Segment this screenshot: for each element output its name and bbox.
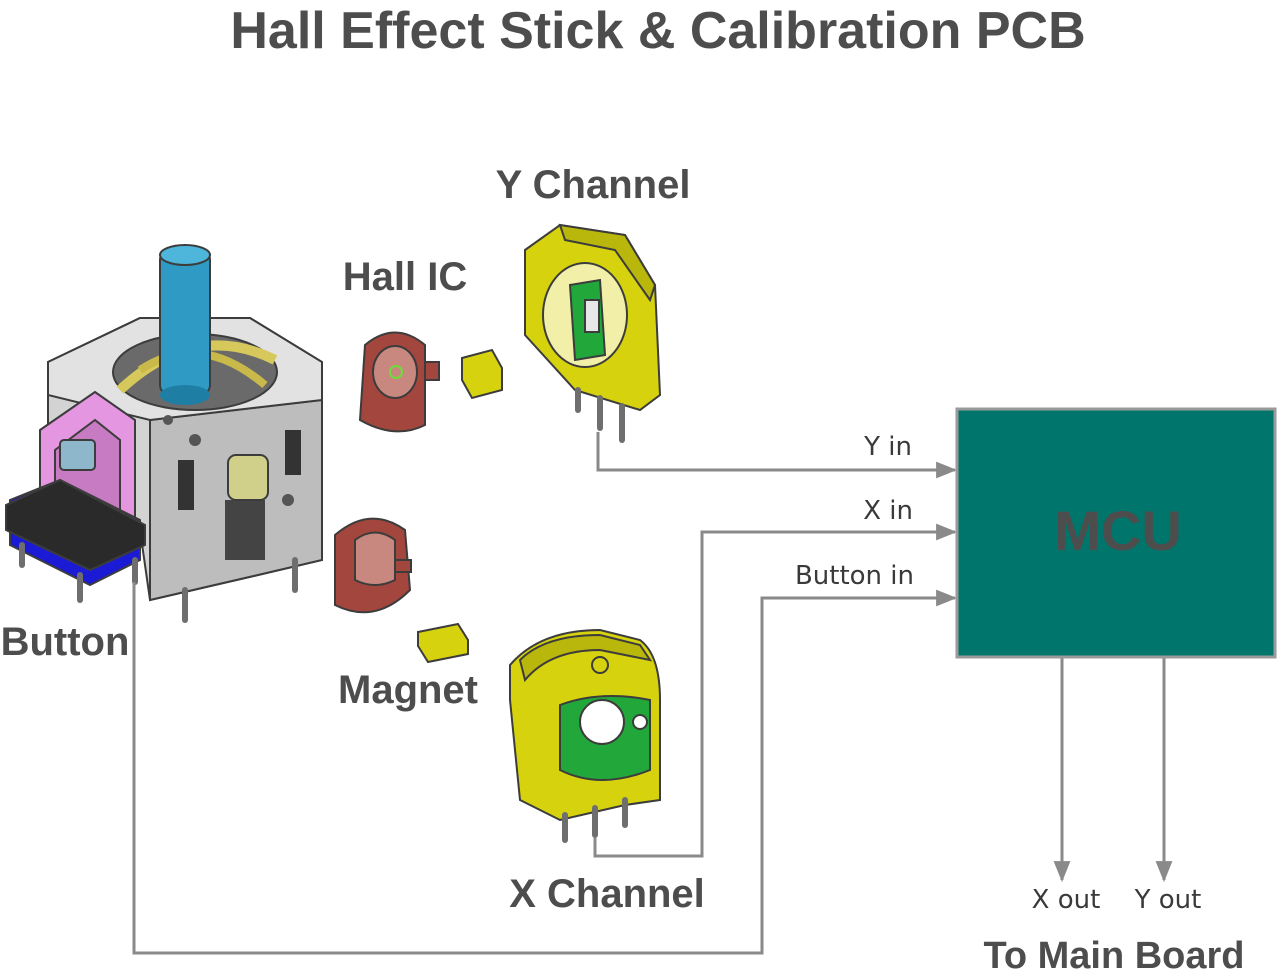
y-channel-sensor xyxy=(524,223,662,443)
label-x-channel: X Channel xyxy=(509,872,705,916)
label-to-main-board: To Main Board xyxy=(983,935,1244,975)
label-hall-ic: Hall IC xyxy=(343,255,467,299)
label-y-channel: Y Channel xyxy=(496,163,691,207)
joystick-module xyxy=(5,244,323,623)
signal-button-in: Button in xyxy=(795,561,914,591)
mcu-label: MCU xyxy=(1054,499,1182,562)
magnet-upper xyxy=(461,348,503,400)
signal-y-out: Y out xyxy=(1134,885,1202,915)
label-magnet: Magnet xyxy=(338,668,478,712)
signal-x-in: X in xyxy=(863,496,913,526)
stick-shaft xyxy=(159,244,211,405)
label-button: Button xyxy=(1,620,130,664)
push-button xyxy=(5,390,146,603)
x-channel-sensor xyxy=(509,628,661,843)
signal-x-out: X out xyxy=(1032,885,1101,915)
button-in-wire xyxy=(132,582,958,955)
signal-y-in: Y in xyxy=(863,432,912,462)
magnet-carrier-part xyxy=(334,517,412,614)
x-in-wire xyxy=(593,523,958,858)
y-in-wire xyxy=(596,432,958,479)
hall-ic-part xyxy=(358,331,440,433)
diagram-title: Hall Effect Stick & Calibration PCB xyxy=(230,2,1085,60)
mcu-block: MCU xyxy=(955,407,1277,659)
magnet-lower xyxy=(417,622,469,664)
